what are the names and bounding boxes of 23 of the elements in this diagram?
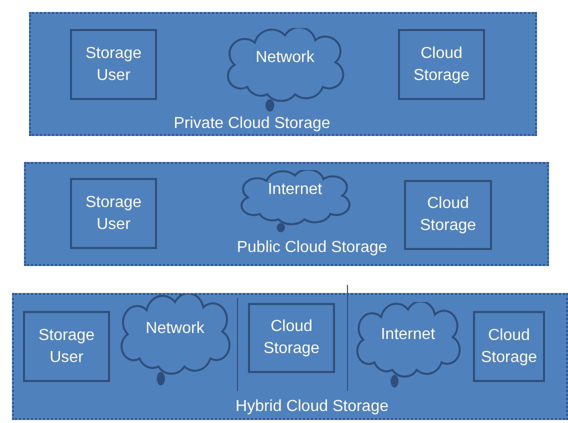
panel bbox=[24, 162, 549, 266]
panel bbox=[29, 12, 537, 136]
process-box bbox=[70, 178, 157, 249]
node-label: Cloud Storage bbox=[412, 44, 471, 86]
node-label: Storage User bbox=[84, 192, 143, 234]
panel-title: Hybrid Cloud Storage bbox=[236, 399, 388, 415]
node-label: Internet bbox=[380, 326, 436, 343]
panel-title: Public Cloud Storage bbox=[236, 240, 388, 256]
node-label: Cloud Storage bbox=[262, 317, 321, 359]
process-box bbox=[70, 29, 157, 100]
node-label: Storage User bbox=[37, 326, 96, 368]
node-label: Internet bbox=[268, 181, 322, 198]
process-box bbox=[404, 180, 492, 250]
process-box bbox=[473, 311, 545, 382]
process-box bbox=[248, 303, 335, 373]
panel-title: Private Cloud Storage bbox=[174, 116, 330, 132]
node-label: Network bbox=[146, 320, 204, 338]
process-box bbox=[398, 29, 485, 100]
node-label: Network bbox=[256, 49, 314, 66]
node-label: Storage User bbox=[84, 44, 143, 86]
node-label: Cloud Storage bbox=[418, 194, 478, 236]
process-box bbox=[23, 311, 110, 382]
node-label: Cloud Storage bbox=[480, 326, 538, 368]
